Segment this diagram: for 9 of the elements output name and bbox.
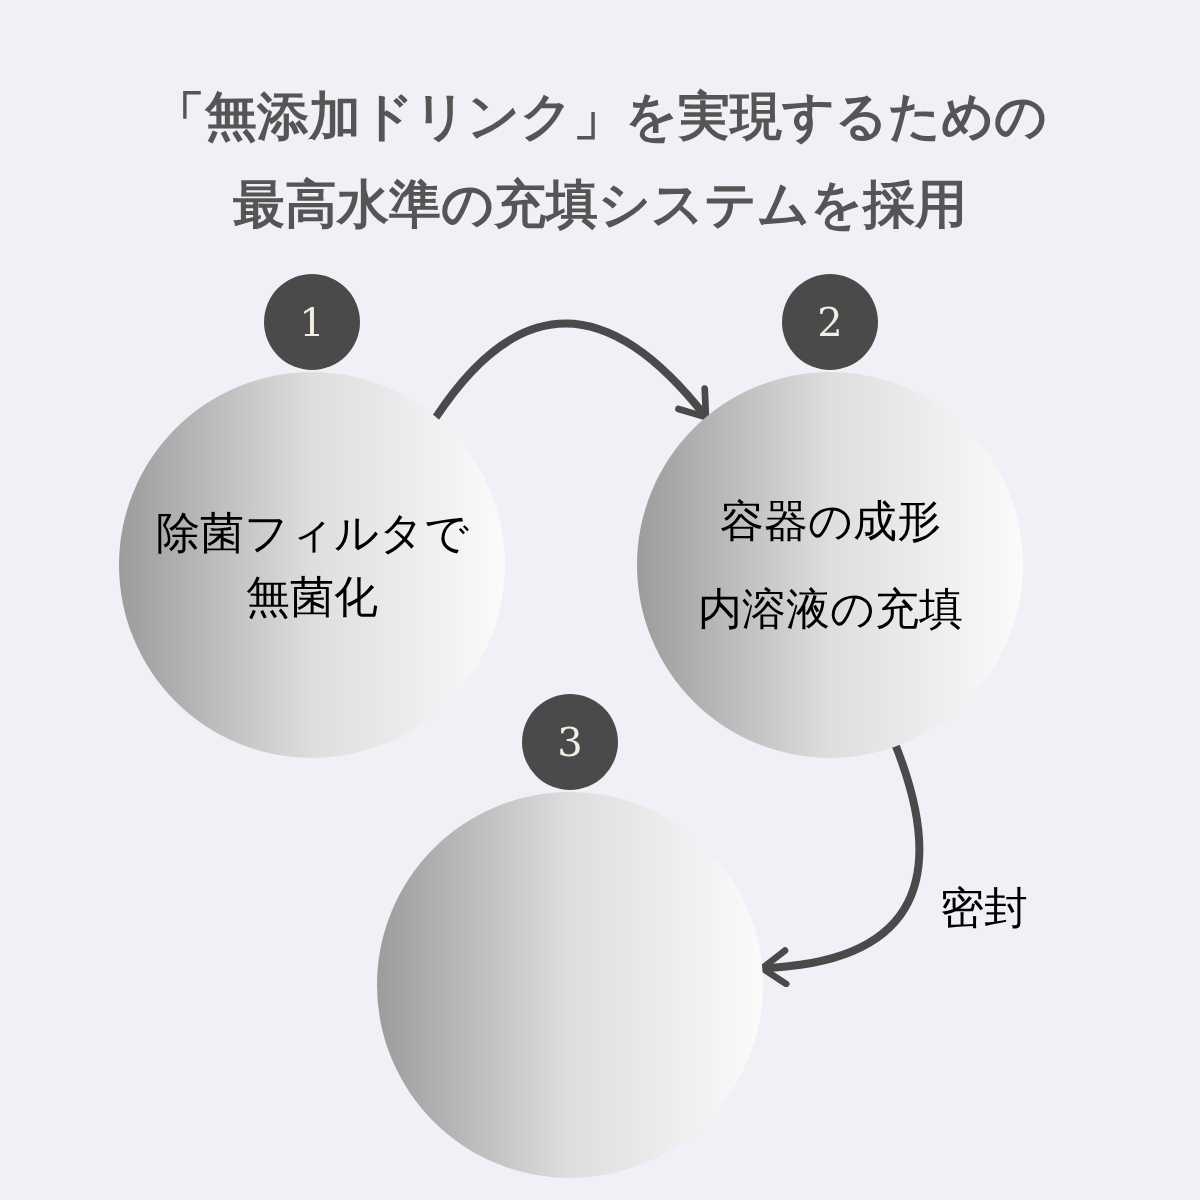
title: 「無添加ドリンク」を実現するための最高水準の充填システムを採用 xyxy=(152,84,1048,236)
curved-arrow xyxy=(432,319,710,422)
step-number-badge: 1 xyxy=(264,274,360,370)
step-number-badge: 3 xyxy=(522,694,618,790)
step-text: 容器の成形 xyxy=(718,494,942,548)
step-text: 内溶液の充填 xyxy=(696,582,964,636)
step-text: 除菌フィルタで無菌化 xyxy=(154,506,470,624)
edge-label: 密封 xyxy=(940,881,1028,935)
step-number-badge: 2 xyxy=(782,274,878,370)
